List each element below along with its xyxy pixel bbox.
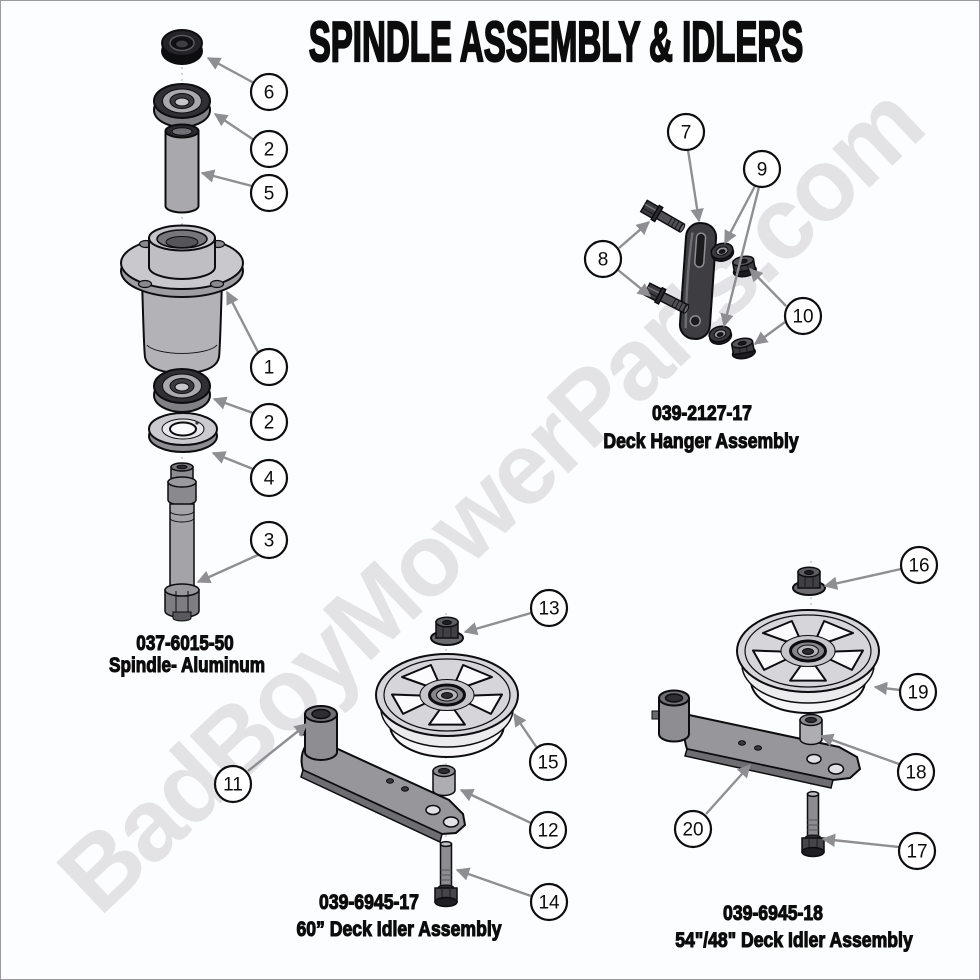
callout-number: 17 [906,842,927,863]
idler-60-assembly [299,616,520,908]
callout-number: 8 [598,250,609,271]
callout-3: 3 [249,520,289,560]
callout-number: 19 [907,683,928,704]
idler-54-48-part-name: 54"/48" Deck Idler Assembly [675,928,913,952]
callout-5: 5 [249,173,289,213]
part-idler60-arm [299,705,467,844]
callout-4: 4 [249,458,289,498]
callout-10: 10 [783,296,823,336]
callout-number: 5 [264,184,275,205]
callout-2b: 2 [249,402,289,442]
callout-8: 8 [583,239,623,279]
part-idler60-pulley [374,652,520,759]
part-spacer-tube [164,123,200,214]
spindle-assembly [120,29,244,622]
callout-14: 14 [529,882,569,922]
callout-number: 4 [264,469,275,490]
callout-number: 20 [682,820,703,841]
idler-54-48-assembly [651,566,881,858]
part-hanger-nut-bottom [729,335,757,362]
callout-number: 13 [538,599,559,620]
spindle-part-name: Spindle- Aluminum [109,653,265,677]
callout-7: 7 [666,112,706,152]
callout-11: 11 [213,764,253,804]
spindle-part-number: 037-6015-50 [136,631,234,655]
deck-hanger-part-number: 039-2127-17 [652,401,752,425]
leader-arrows [196,56,902,898]
part-hanger-nut-top [730,253,758,280]
part-idler5448-pulley [735,608,881,715]
part-idler5448-flange-nut [792,566,826,596]
callout-number: 12 [537,821,558,842]
callout-12: 12 [528,810,568,850]
idler-54-48-part-number: 039-6945-18 [723,901,823,925]
callout-number: 2 [264,140,275,161]
callout-number: 6 [264,83,275,104]
callout-number: 7 [681,123,692,144]
callout-2a: 2 [249,129,289,169]
assembly-labels: 037-6015-50 Spindle- Aluminum 039-2127-1… [109,401,914,953]
page-title: SPINDLE ASSEMBLY & IDLERS [309,10,804,74]
deck-hanger-assembly [639,198,758,362]
idler-60-part-number: 039-6945-17 [319,890,419,914]
callout-number: 3 [264,531,275,552]
part-idler5448-spacer [799,713,823,746]
callout-6: 6 [249,72,289,112]
callout-15: 15 [528,742,568,782]
callout-13: 13 [529,588,569,628]
part-hanger-bracket [678,222,718,340]
callout-19: 19 [898,672,938,712]
callout-16: 16 [899,545,939,585]
deck-hanger-part-name: Deck Hanger Assembly [603,429,798,453]
part-idler60-spacer [432,764,456,797]
part-spindle-shaft [164,462,200,622]
part-hanger-bolt-top [639,198,689,237]
callout-number: 9 [757,160,768,181]
part-hanger-bushing-bottom [706,323,734,348]
callout-18: 18 [896,752,936,792]
callout-number: 2 [264,413,275,434]
part-bearing-cap [161,29,203,65]
callouts: 6 2 5 1 2 4 3 7 9 8 10 13 [213,72,939,922]
part-idler5448-arm [651,689,862,789]
callout-number: 11 [223,775,243,796]
callout-number: 16 [908,556,929,577]
callout-20: 20 [673,809,713,849]
idler-60-part-name: 60” Deck Idler Assembly [296,917,501,941]
callout-number: 18 [905,763,926,784]
callout-number: 14 [538,893,560,914]
callout-number: 10 [792,307,813,328]
part-idler60-bolt [434,840,458,908]
part-idler5448-bolt [801,790,825,858]
callout-number: 1 [264,358,275,379]
part-upper-bearing [153,83,211,128]
part-spindle-housing [120,224,244,375]
callout-17: 17 [897,831,937,871]
callout-number: 15 [537,753,558,774]
part-idler60-flange-nut [430,616,464,646]
callout-1: 1 [249,347,289,387]
part-lower-bearing [153,368,211,413]
part-dust-shield [148,412,218,453]
callout-9: 9 [742,149,782,189]
